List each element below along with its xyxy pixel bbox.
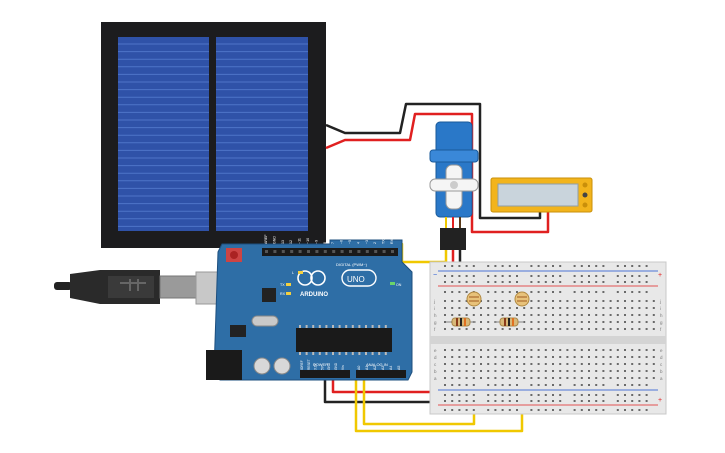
- digital-pin-label: ~11: [298, 238, 302, 244]
- rail-minus-top: −: [433, 272, 437, 279]
- digital-pin-label: TX→1: [382, 234, 386, 244]
- solar-panel[interactable]: [101, 22, 326, 248]
- wire-solar-red: [325, 112, 550, 234]
- arduino-model: UNO: [347, 275, 365, 284]
- row-letter: g: [434, 320, 437, 325]
- resistor-1[interactable]: [446, 317, 476, 327]
- row-letter: h: [434, 313, 437, 318]
- power-pin-label: IOREF: [300, 360, 304, 370]
- row-letter: b: [660, 369, 663, 374]
- row-letter: a: [434, 376, 437, 381]
- analog-pin-label: A3: [381, 366, 385, 370]
- arduino-uno-board[interactable]: [206, 239, 413, 381]
- row-letter: e: [660, 348, 663, 353]
- arduino-brand: ARDUINO: [300, 292, 328, 298]
- row-letter: a: [660, 376, 663, 381]
- row-letter: j: [659, 299, 661, 304]
- row-letter: h: [660, 313, 663, 318]
- row-letter: d: [434, 355, 437, 360]
- row-letter: j: [433, 299, 435, 304]
- digital-pin-label: 4: [356, 242, 360, 244]
- usb-cable: [54, 270, 231, 305]
- row-letter: g: [660, 320, 663, 325]
- digital-pin-label: ~5: [348, 240, 352, 244]
- rail-plus-top: +: [658, 272, 662, 279]
- row-letter: i: [434, 306, 435, 311]
- digital-pin-label: ~9: [314, 240, 318, 244]
- power-pin-label: GND: [334, 362, 338, 370]
- row-letter: e: [434, 348, 437, 353]
- digital-pin-label: ~6: [340, 240, 344, 244]
- digital-pin-label: 12: [289, 240, 293, 244]
- analog-pin-label: A4: [389, 366, 393, 370]
- row-letter: c: [660, 362, 663, 367]
- power-pin-label: Vin: [341, 365, 345, 370]
- row-letter: d: [660, 355, 663, 360]
- wire-solar-black: [325, 102, 542, 220]
- power-pin-label: RESET: [307, 359, 311, 370]
- led-label: RX: [280, 292, 286, 296]
- power-pin-label: 5V: [320, 365, 324, 370]
- row-letter: b: [434, 369, 437, 374]
- servo-motor[interactable]: [429, 121, 479, 250]
- digital-pin-label: 2: [373, 242, 377, 244]
- digital-pin-label: GND: [272, 236, 276, 244]
- analog-pin-label: A0: [357, 366, 361, 370]
- power-label: POWER: [313, 362, 328, 367]
- analog-label: ANALOG IN: [366, 362, 388, 367]
- photoresistor-1[interactable]: [466, 291, 482, 307]
- digital-pin-label: ~10: [306, 238, 310, 244]
- row-letter: f: [660, 327, 662, 332]
- digital-pin-label: 13: [281, 240, 285, 244]
- resistor-2[interactable]: [494, 317, 524, 327]
- led-label: TX: [280, 283, 285, 287]
- breadboard[interactable]: [429, 261, 667, 415]
- rail-plus-bottom: +: [658, 397, 662, 404]
- row-letter: c: [434, 362, 437, 367]
- row-letter: i: [660, 306, 661, 311]
- digital-pin-label: RX←0: [390, 233, 394, 244]
- power-pin-label: 3.3V: [314, 363, 318, 370]
- led-label: ON: [396, 283, 402, 287]
- digital-pin-label: AREF: [264, 234, 268, 244]
- analog-pin-label: A5: [397, 366, 401, 370]
- digital-pin-label: ~3: [365, 240, 369, 244]
- lcd-display[interactable]: [490, 177, 593, 213]
- digital-pin-label: 7: [331, 242, 335, 244]
- photoresistor-2[interactable]: [514, 291, 530, 307]
- digital-pin-label: 8: [323, 242, 327, 244]
- row-letter: f: [434, 327, 436, 332]
- analog-pin-label: A1: [365, 366, 369, 370]
- digital-header-label: DIGITAL (PWM~): [336, 262, 368, 267]
- power-pin-label: GND: [327, 362, 331, 370]
- led-label: L: [292, 271, 294, 275]
- analog-pin-label: A2: [373, 366, 377, 370]
